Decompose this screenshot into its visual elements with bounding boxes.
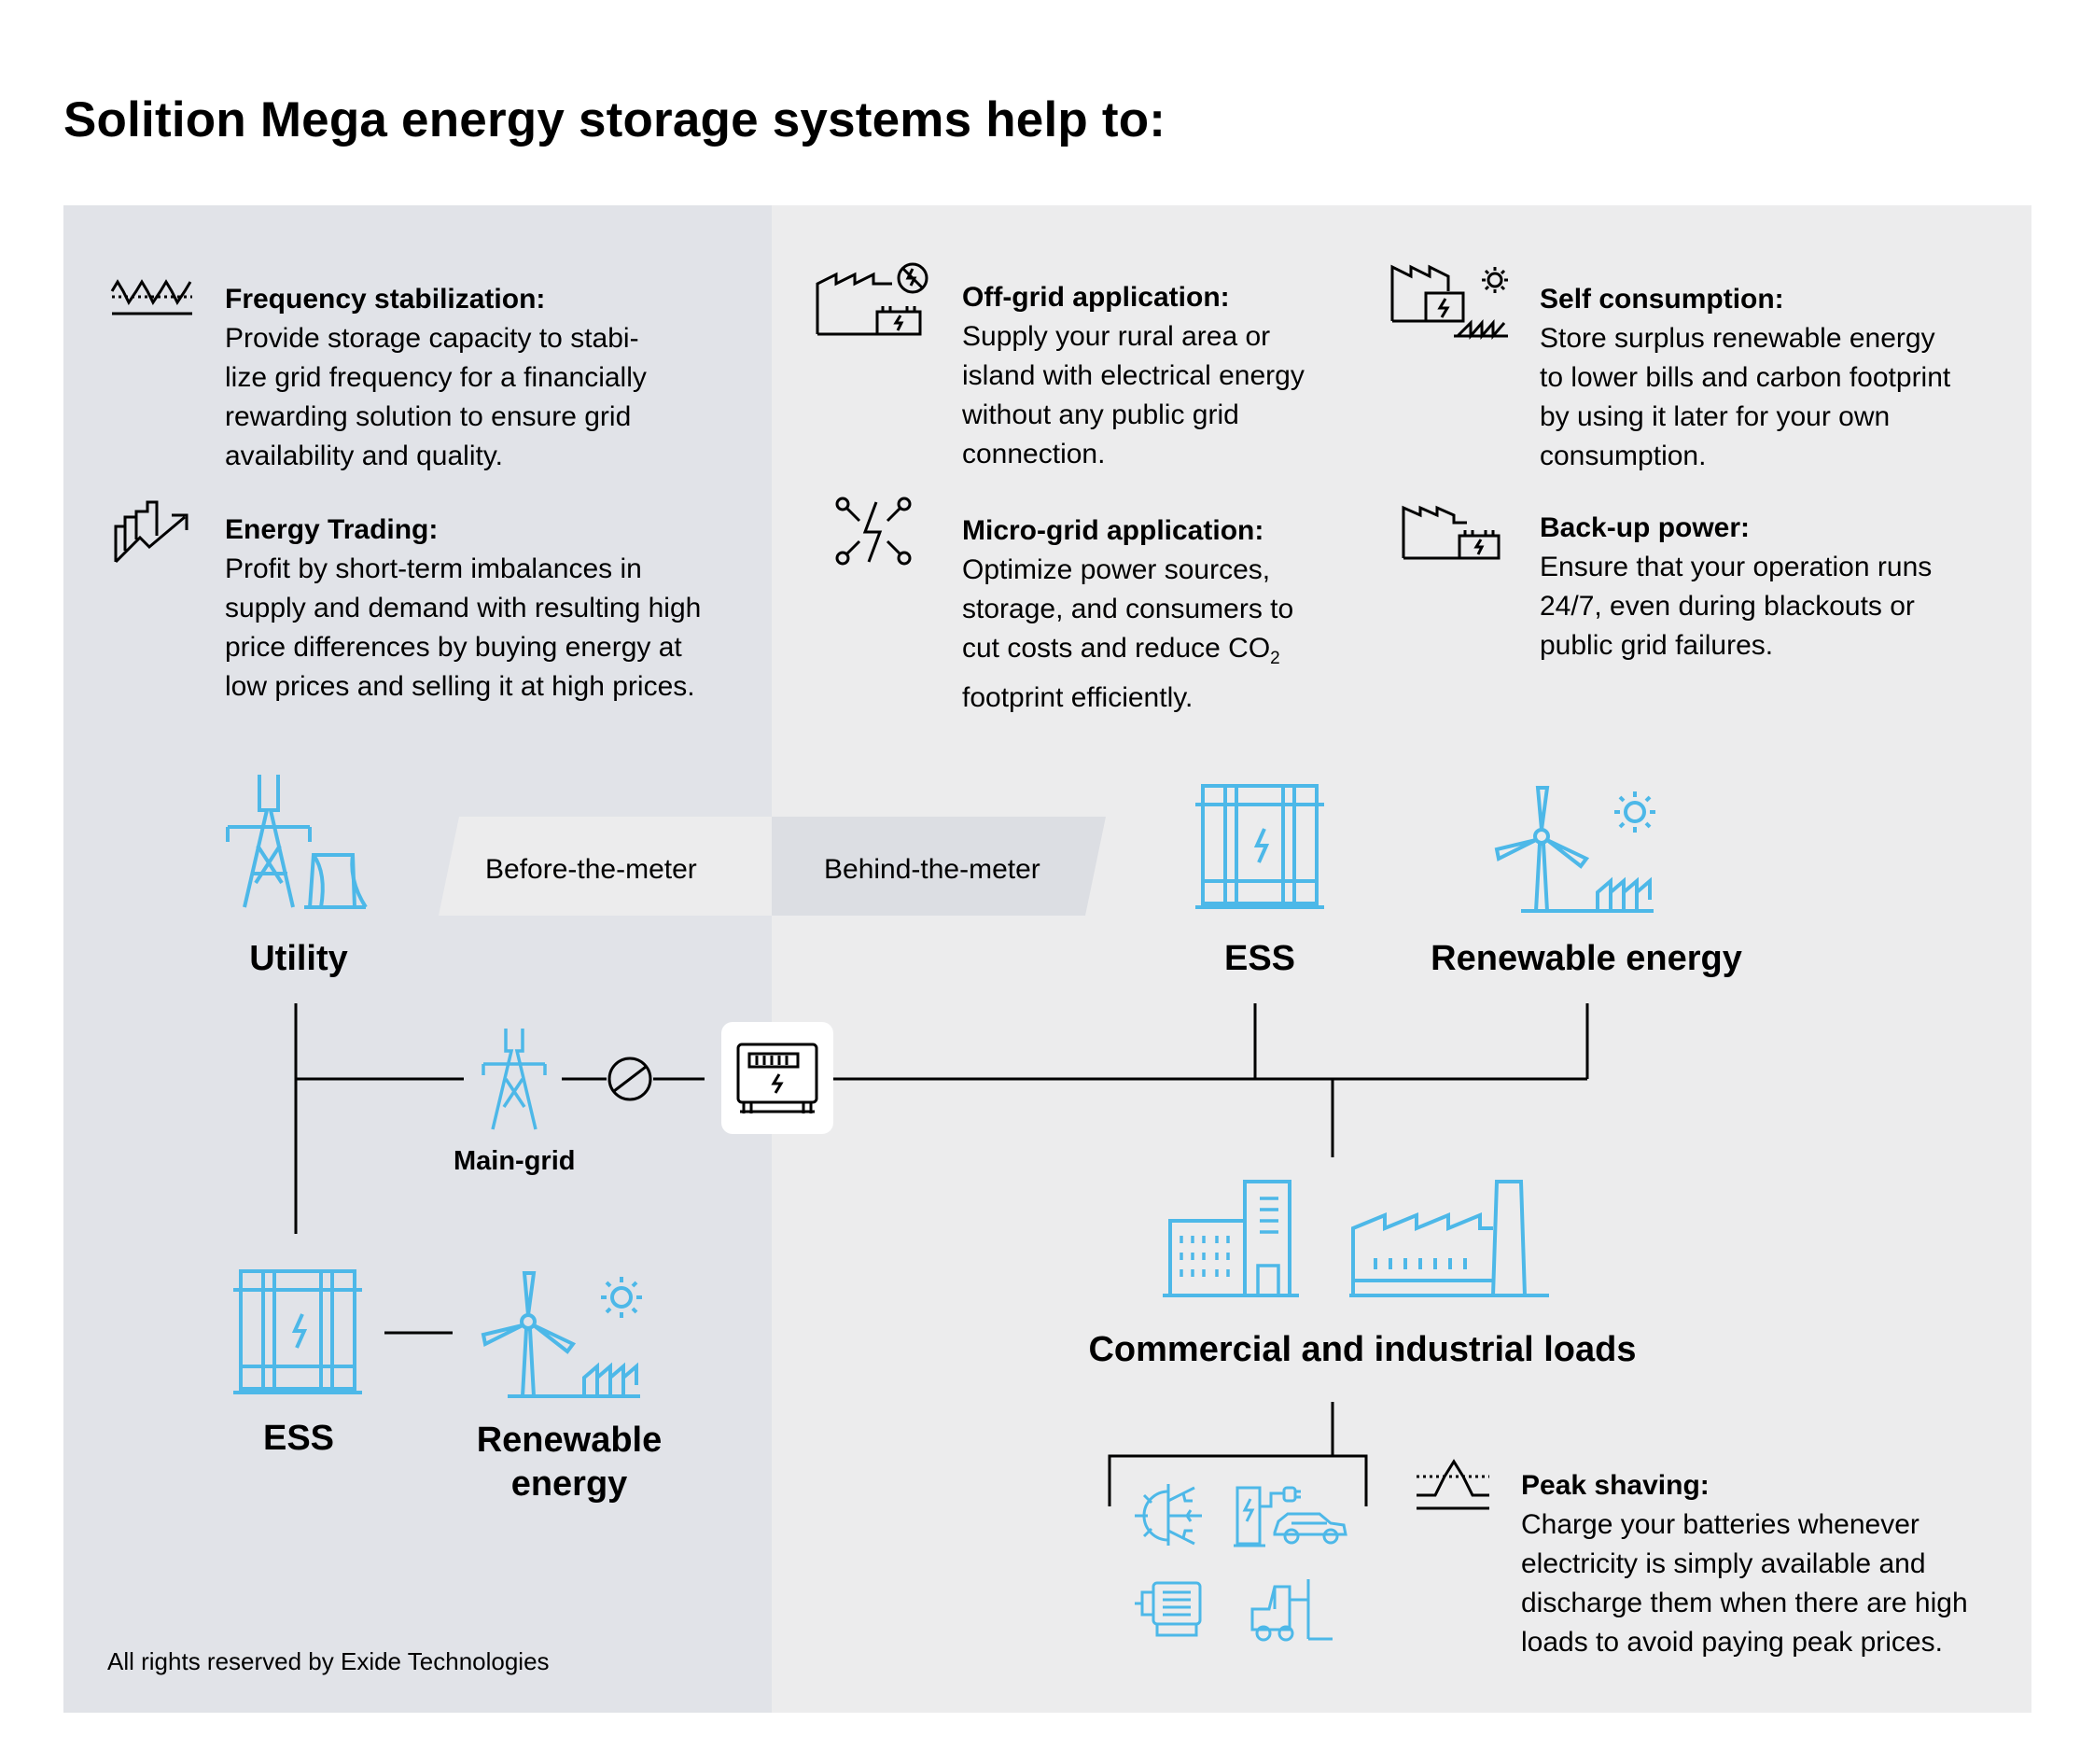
off-grid-icon xyxy=(814,259,935,338)
feature-title: Energy Trading: xyxy=(225,514,439,545)
feature-description-line: Optimize power sources, xyxy=(962,554,1271,585)
transmission-tower-icon xyxy=(482,1027,547,1131)
feature-title: Frequency stabilization: xyxy=(225,284,546,315)
utility-label: Utility xyxy=(249,939,348,978)
frequency-wave-icon xyxy=(110,276,194,321)
feature-backup-power: Back-up power: Ensure that your operatio… xyxy=(1540,509,1932,665)
ess-label-right: ESS xyxy=(1223,939,1296,978)
feature-title: Off-grid application: xyxy=(962,282,1230,313)
feature-frequency-stabilization: Frequency stabilization: Provide storage… xyxy=(225,280,647,476)
hvac-cooling-icon xyxy=(1133,1482,1208,1549)
smart-meter-icon xyxy=(721,1022,833,1134)
feature-title: Peak shaving: xyxy=(1521,1470,1710,1501)
renewable-energy-label-left: Renewable energy xyxy=(476,1421,663,1504)
renewable-energy-icon-right xyxy=(1493,784,1670,915)
feature-title: Micro-grid application: xyxy=(962,515,1264,546)
ess-cabinet-icon-right xyxy=(1194,782,1326,911)
feature-title: Self consumption: xyxy=(1540,284,1784,315)
peak-shaving-icon xyxy=(1415,1458,1491,1512)
ev-charging-icon xyxy=(1234,1484,1351,1549)
main-grid-label: Main-grid xyxy=(454,1146,576,1176)
forklift-icon xyxy=(1249,1577,1334,1643)
commercial-building-icon xyxy=(1161,1178,1301,1299)
feature-description: Profit by short-term imbalances in suppl… xyxy=(225,553,702,702)
breaker-switch-icon xyxy=(607,1056,653,1102)
micro-grid-icon xyxy=(835,497,912,566)
feature-description: Ensure that your operation runs 24/7, ev… xyxy=(1540,552,1933,661)
utility-tower-icon xyxy=(224,771,370,911)
feature-energy-trading: Energy Trading: Profit by short-term imb… xyxy=(225,511,701,707)
feature-description: Provide storage capacity to stabi- lize … xyxy=(225,323,647,471)
motor-icon xyxy=(1133,1577,1208,1639)
trading-chart-icon xyxy=(112,498,192,566)
renewable-energy-label-right: Renewable energy xyxy=(1431,939,1742,978)
commercial-industrial-loads-label: Commercial and industrial loads xyxy=(1088,1330,1637,1369)
feature-description: Charge your batteries whenever electrici… xyxy=(1521,1509,1968,1658)
self-consumption-icon xyxy=(1389,263,1519,341)
feature-off-grid: Off-grid application: Supply your rural … xyxy=(962,278,1305,474)
feature-description: Supply your rural area or island with el… xyxy=(962,321,1305,469)
feature-description-line: storage, and consumers to xyxy=(962,594,1294,624)
before-the-meter-panel xyxy=(63,205,772,1713)
ess-label-left: ESS xyxy=(262,1419,335,1458)
feature-description-line: cut costs and reduce CO2 xyxy=(962,629,1293,679)
co2-subscript: 2 xyxy=(1270,649,1280,668)
feature-self-consumption: Self consumption: Store surplus renewabl… xyxy=(1540,280,1950,476)
behind-the-meter-label: Behind-the-meter xyxy=(824,854,1040,885)
co2-text: cut costs and reduce CO xyxy=(962,633,1271,664)
page-title: Solition Mega energy storage systems hel… xyxy=(63,92,1166,147)
feature-peak-shaving: Peak shaving: Charge your batteries when… xyxy=(1521,1466,1968,1662)
copyright-notice: All rights reserved by Exide Technologie… xyxy=(107,1647,550,1675)
feature-micro-grid: Micro-grid application: Optimize power s… xyxy=(962,511,1293,718)
feature-title: Back-up power: xyxy=(1540,512,1751,543)
before-the-meter-label: Before-the-meter xyxy=(485,854,697,885)
feature-description: Store surplus renewable energy to lower … xyxy=(1540,323,1951,471)
backup-power-icon xyxy=(1400,504,1502,562)
renewable-energy-icon-left xyxy=(480,1269,657,1400)
meter-tabs-shape xyxy=(439,817,1106,916)
feature-description-line: footprint efficiently. xyxy=(962,682,1194,713)
behind-the-meter-panel xyxy=(772,205,2031,1713)
industrial-factory-icon xyxy=(1347,1178,1553,1299)
ess-cabinet-icon-left xyxy=(231,1267,364,1396)
